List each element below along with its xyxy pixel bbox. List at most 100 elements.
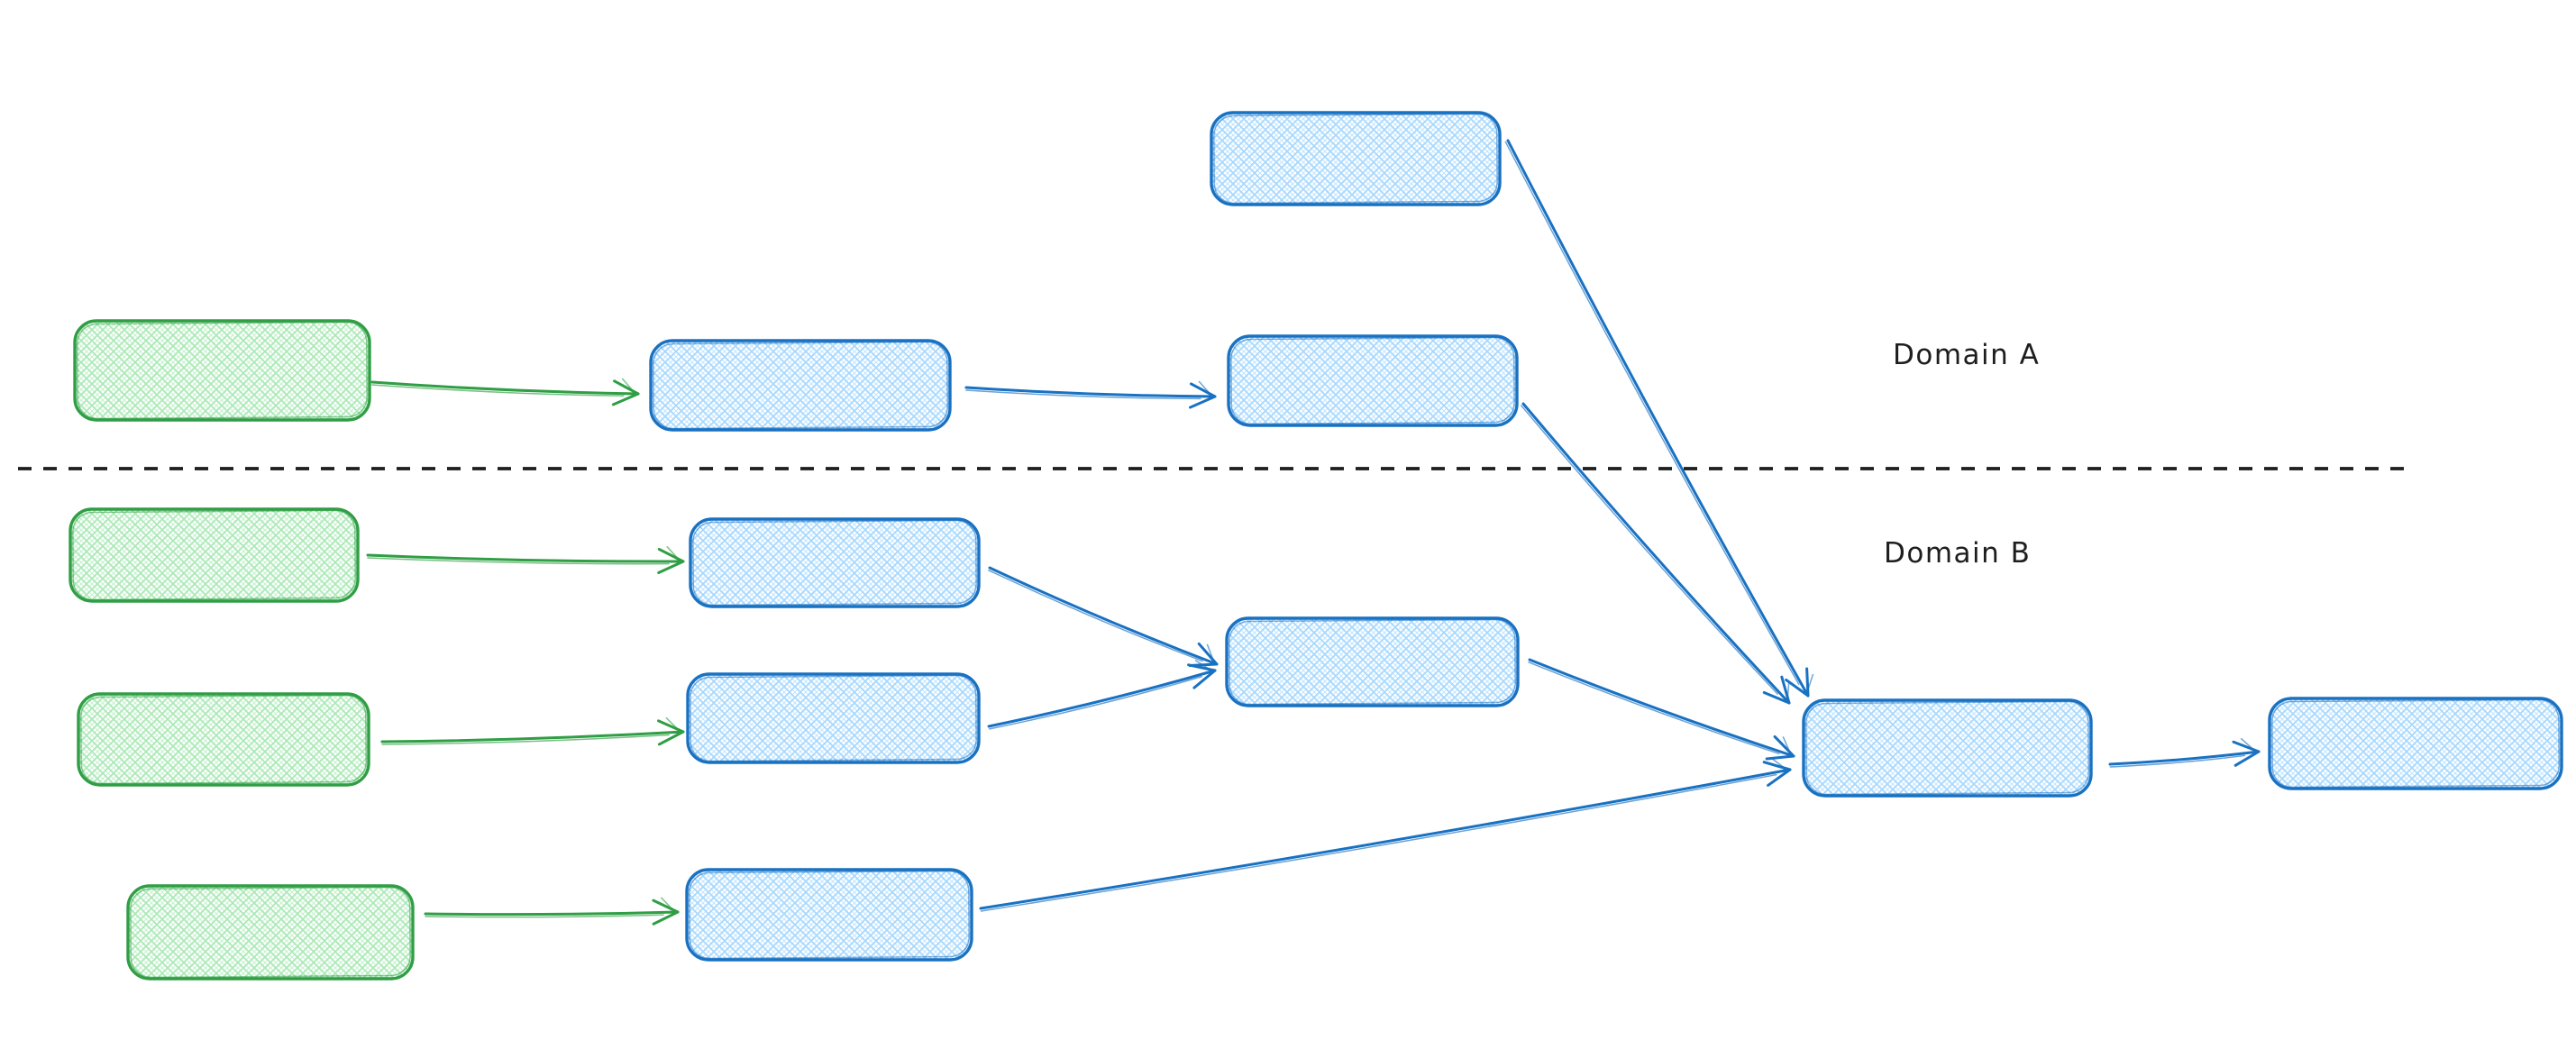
arrow-process-b3-to-aggregator-head-echo [1770, 757, 1788, 771]
node-domain-a-process-1-shape [649, 339, 952, 432]
arrow-process-b1-to-merge-shaft [988, 566, 1219, 666]
node-aggregator-sketch-echo [1805, 700, 2089, 796]
node-domain-b-process-1-sketch-echo [692, 519, 977, 607]
node-domain-b-source-3[interactable] [126, 884, 415, 981]
node-domain-b-process-2[interactable] [686, 672, 981, 764]
node-domain-b-process-1[interactable] [689, 517, 981, 608]
arrow-merge-to-aggregator[interactable] [1528, 658, 1795, 761]
arrow-top-process-to-aggregator-shaft-echo [1504, 141, 1800, 686]
arrow-process-a1-to-process-a2-shaft-echo [965, 389, 1201, 400]
node-aggregator-shape [1802, 698, 2093, 798]
node-domain-b-process-2-sketch-echo [690, 674, 977, 762]
arrow-source-a-to-process-a1-head [611, 379, 640, 406]
arrow-process-b3-to-aggregator-shaft [979, 768, 1792, 910]
arrow-source-a-to-process-a1[interactable] [370, 378, 640, 406]
arrow-process-b2-to-merge[interactable] [987, 660, 1217, 730]
arrow-source-b1-to-process-b1-shaft-echo [367, 557, 670, 565]
node-domain-a-source[interactable] [73, 319, 371, 422]
arrow-source-b1-to-process-b1-head [657, 547, 685, 575]
arrow-process-b3-to-aggregator[interactable] [979, 757, 1792, 912]
arrow-source-b2-to-process-b2[interactable] [380, 716, 685, 746]
arrow-source-b2-to-process-b2-shaft [380, 730, 685, 743]
arrow-source-b2-to-process-b2-head-echo [665, 716, 681, 733]
node-output[interactable] [2268, 697, 2563, 790]
arrow-process-b3-to-aggregator-shaft-echo [980, 773, 1777, 912]
node-domain-a-process-2[interactable] [1227, 334, 1519, 427]
arrow-process-a2-to-aggregator-head [1762, 675, 1791, 705]
arrow-process-a1-to-process-a2[interactable] [964, 380, 1217, 409]
arrow-merge-to-aggregator-head-echo [1782, 736, 1792, 756]
arrow-merge-to-aggregator-head [1765, 734, 1795, 761]
node-domain-b-source-3-shape [126, 884, 415, 981]
domain-b-label[interactable]: Domain B [1884, 537, 2031, 570]
node-output-sketch-echo [2271, 698, 2560, 789]
node-domain-b-process-1-shape [689, 517, 981, 608]
node-domain-b-process-3-shape [685, 868, 973, 962]
arrow-source-b2-to-process-b2-shaft-echo [381, 734, 670, 745]
arrow-process-b3-to-aggregator-head [1762, 761, 1792, 787]
node-output-shape [2268, 697, 2563, 790]
arrow-source-b3-to-process-b3-head [652, 898, 680, 926]
arrow-source-b1-to-process-b1-head-echo [666, 546, 681, 562]
node-domain-a-source-shape [73, 319, 371, 422]
arrow-source-a-to-process-a1-shaft [370, 380, 640, 396]
node-aggregator[interactable] [1802, 698, 2093, 798]
arrow-merge-to-aggregator-shaft-echo [1528, 661, 1780, 755]
arrow-process-b2-to-merge-head [1187, 663, 1217, 689]
node-domain-a-process-2-shape [1227, 334, 1519, 427]
node-domain-a-process-2-sketch-echo [1230, 336, 1515, 425]
node-domain-b-source-2[interactable] [77, 692, 370, 787]
node-domain-b-merge[interactable] [1225, 616, 1520, 707]
node-domain-b-merge-shape [1225, 616, 1520, 707]
arrow-source-b1-to-process-b1-shaft [366, 553, 685, 563]
arrow-process-b2-to-merge-shaft-echo [988, 675, 1202, 730]
arrow-source-b3-to-process-b3-head-echo [661, 897, 676, 913]
arrow-process-b2-to-merge-shaft [987, 669, 1217, 728]
arrow-top-process-to-aggregator-head-echo [1805, 673, 1814, 695]
arrow-process-a2-to-aggregator[interactable] [1521, 402, 1791, 705]
arrow-top-process-to-aggregator-head [1785, 667, 1810, 698]
arrow-source-b3-to-process-b3[interactable] [424, 897, 680, 926]
node-domain-b-merge-sketch-echo [1229, 618, 1516, 706]
arrow-source-a-to-process-a1-head-echo [621, 378, 636, 395]
arrow-process-a1-to-process-a2-head [1189, 382, 1217, 409]
node-domain-b-process-3-sketch-echo [689, 870, 970, 960]
arrow-aggregator-to-output[interactable] [2108, 737, 2261, 768]
arrow-source-b3-to-process-b3-shaft [424, 910, 680, 917]
node-domain-b-process-3[interactable] [685, 868, 973, 962]
node-domain-a-top-process-shape [1210, 111, 1502, 206]
node-domain-a-process-1-sketch-echo [653, 341, 948, 430]
arrow-process-b1-to-merge-head-echo [1206, 643, 1216, 664]
domain-a-label[interactable]: Domain A [1893, 339, 2040, 371]
arrow-process-a2-to-aggregator-shaft [1521, 402, 1791, 705]
arrow-source-b2-to-process-b2-head [657, 719, 685, 746]
arrow-process-b1-to-merge[interactable] [988, 566, 1219, 667]
arrow-process-b1-to-merge-shaft-echo [988, 570, 1203, 662]
arrow-process-a1-to-process-a2-head-echo [1198, 380, 1213, 397]
arrow-aggregator-to-output-shaft-echo [2109, 754, 2246, 768]
arrow-top-process-to-aggregator[interactable] [1504, 139, 1814, 698]
node-domain-b-process-2-shape [686, 672, 981, 764]
node-domain-b-source-3-sketch-echo [130, 886, 411, 979]
arrow-source-b1-to-process-b1[interactable] [366, 546, 685, 575]
node-domain-a-source-sketch-echo [77, 321, 368, 420]
node-domain-b-source-2-sketch-echo [80, 694, 367, 785]
arrow-source-b3-to-process-b3-shaft-echo [425, 914, 664, 918]
node-domain-b-source-2-shape [77, 692, 370, 787]
arrow-process-b2-to-merge-head-echo [1194, 660, 1213, 672]
node-domain-a-top-process-sketch-echo [1213, 113, 1498, 205]
node-domain-b-source-1-sketch-echo [72, 509, 356, 601]
arrow-process-b1-to-merge-head [1188, 642, 1219, 667]
node-domain-a-process-1[interactable] [649, 339, 952, 432]
arrow-process-a2-to-aggregator-head-echo [1786, 680, 1790, 702]
node-domain-a-top-process[interactable] [1210, 111, 1502, 206]
arrow-top-process-to-aggregator-shaft [1506, 139, 1810, 698]
node-domain-b-source-1-shape [69, 507, 360, 603]
arrow-aggregator-to-output-head-echo [2240, 737, 2257, 753]
node-domain-b-source-1[interactable] [69, 507, 360, 603]
arrow-process-a1-to-process-a2-shaft [964, 386, 1217, 398]
arrow-merge-to-aggregator-shaft [1528, 658, 1795, 758]
arrow-process-a2-to-aggregator-shaft-echo [1521, 405, 1778, 695]
